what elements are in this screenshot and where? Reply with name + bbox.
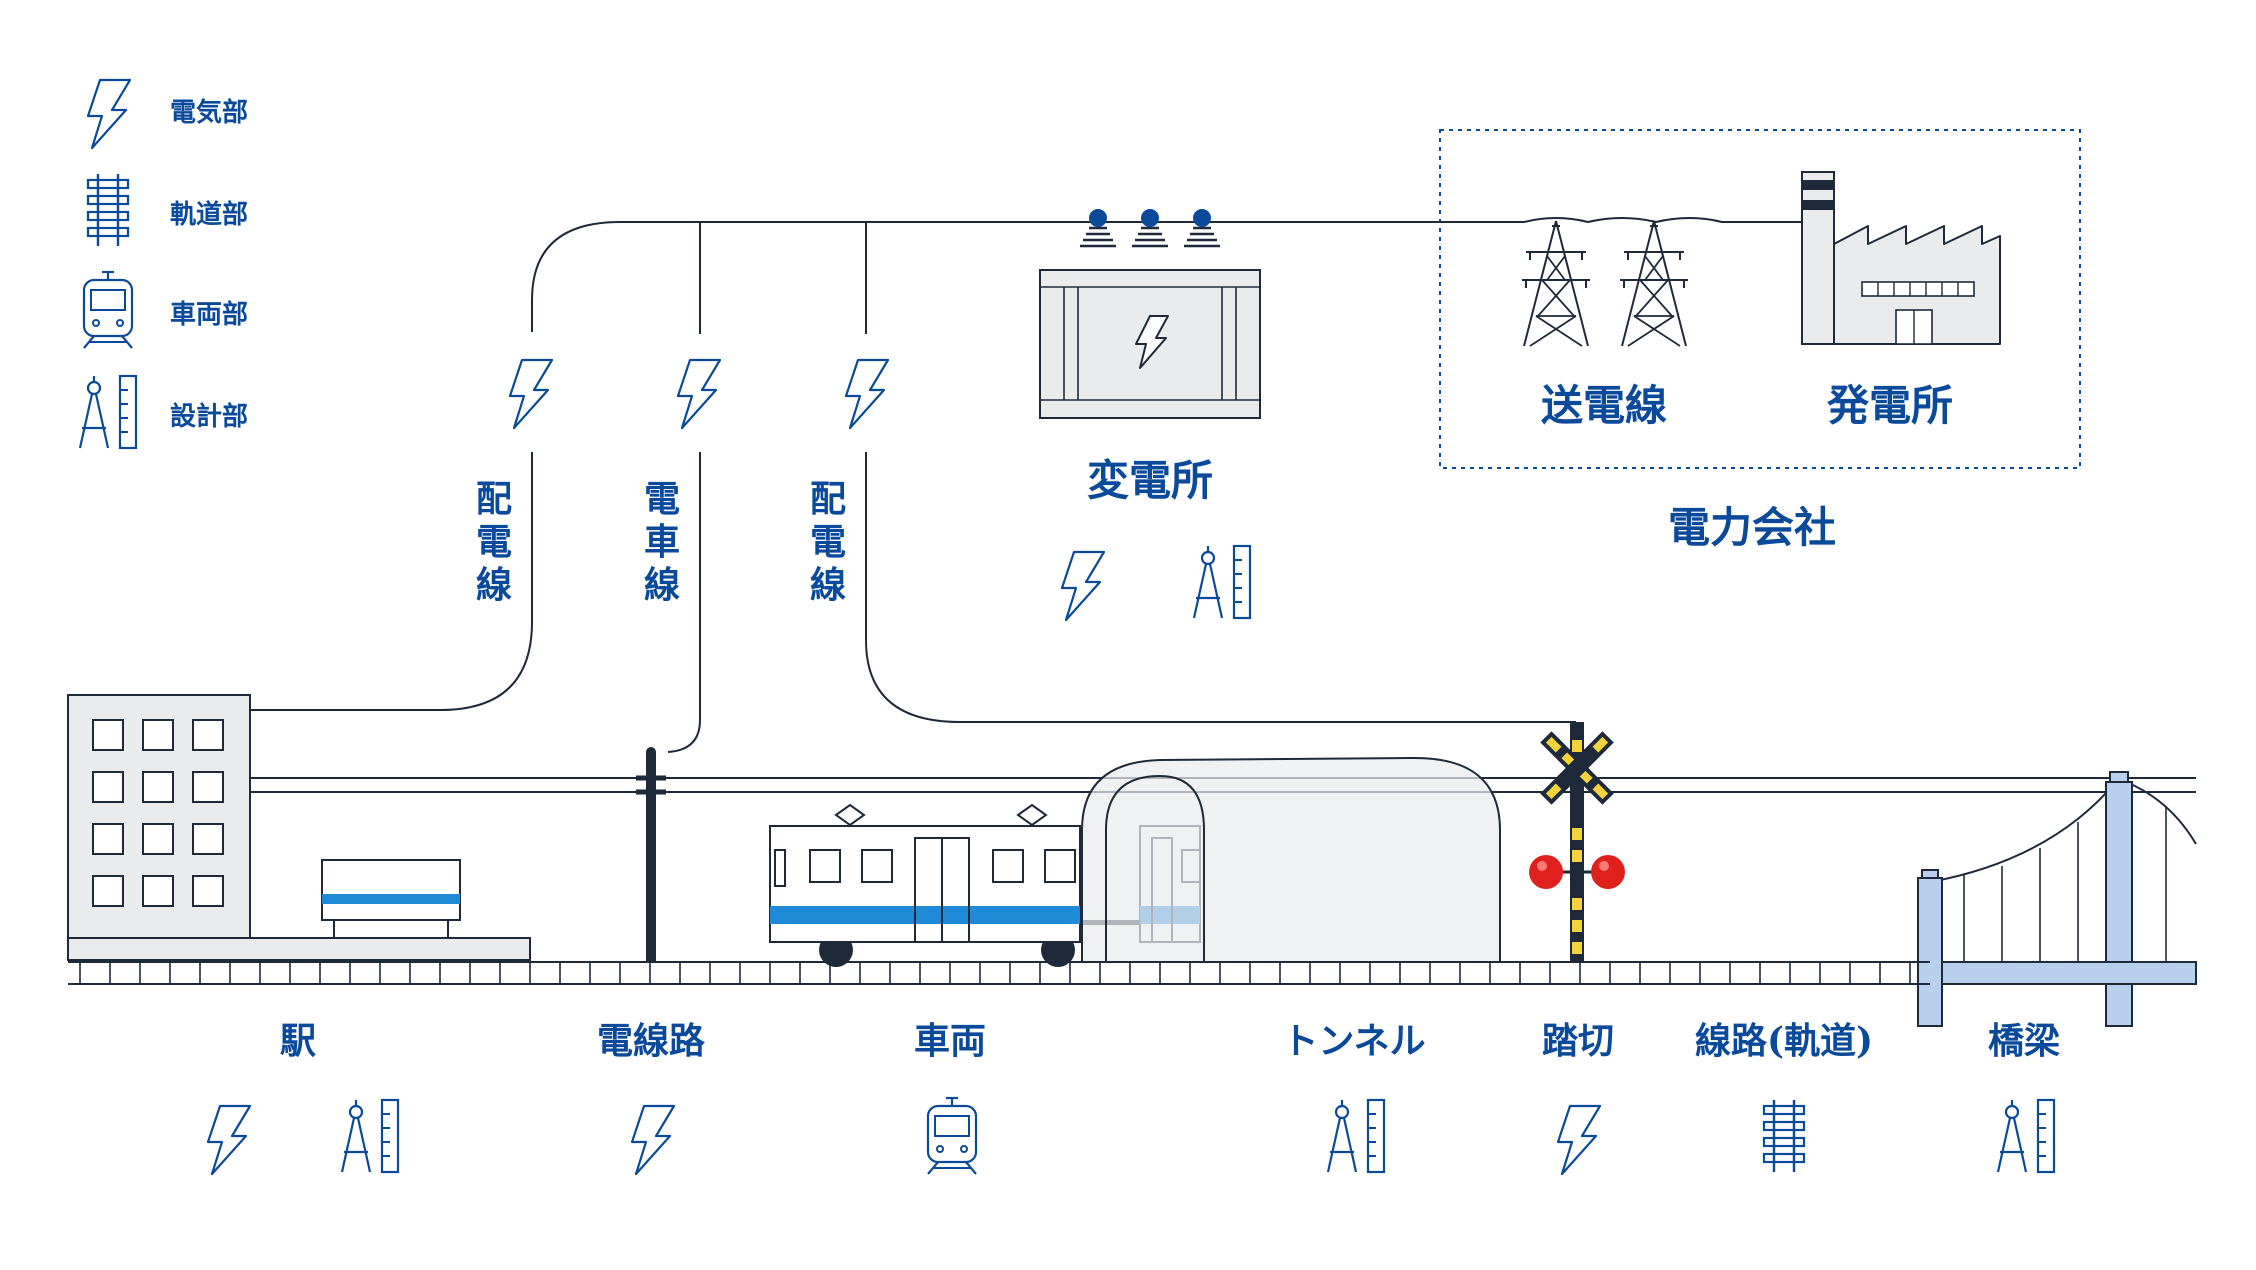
feeder-label-middle: 電車線 [643,478,680,606]
track-label: 線路(軌道) [1694,1020,1874,1062]
distribution-line-to-station [250,452,533,711]
power-company-label: 電力会社 [1667,503,1837,552]
crossing-label: 踏切 [1541,1020,1615,1062]
lightning-bolt-icon [844,358,890,430]
tunnel-portal [1105,774,1205,962]
lightning-bolt-icon [508,358,554,430]
lightning-bolt-icon [86,78,132,150]
train-front-icon [82,270,134,350]
legend-label-vehicle: 車両部 [170,300,249,330]
bridge-label: 橋梁 [1987,1020,2061,1062]
rail-track-icon [1762,1098,1806,1174]
power-line-label: 電線路 [596,1020,706,1062]
station-label: 駅 [279,1020,317,1062]
substation-label: 変電所 [1086,456,1214,505]
suspension-bridge [1917,771,2197,1027]
legend-label-track: 軌道部 [170,200,249,230]
compass-ruler-icon [78,374,138,450]
lightning-bolt-icon [206,1104,252,1176]
tunnel [1081,756,1501,963]
compass-ruler-icon [340,1098,400,1174]
lightning-bolt-icon [676,358,722,430]
transmission-line-label: 送電線 [1540,381,1668,430]
lightning-bolt-icon [630,1104,676,1176]
feeder-label-right: 配電線 [809,478,846,606]
utility-pole [636,747,666,962]
rail-track-icon [86,172,130,248]
legend-label-design: 設計部 [170,402,249,432]
lightning-bolt-icon [1556,1104,1602,1176]
railway-track [68,961,1930,985]
station-platform [67,859,531,961]
trolley-line-to-pole [667,452,701,753]
compass-ruler-icon [1996,1098,2056,1174]
transmission-towers [1440,217,1802,347]
feeder-label-left: 配電線 [475,478,512,606]
station-building [67,694,251,941]
main-power-line [531,221,1440,332]
power-company-boundary [1439,129,2081,469]
substation-transformer [1039,209,1261,419]
tunnel-label: トンネル [1282,1020,1426,1062]
compass-ruler-icon [1326,1098,1386,1174]
legend-label-electrical: 電気部 [170,98,249,128]
lightning-bolt-icon [1060,550,1106,622]
vehicle-label: 車両 [913,1020,987,1062]
railroad-crossing [1529,722,1625,962]
train-front-icon [926,1096,978,1176]
compass-ruler-icon [1192,544,1252,620]
power-plant-building [1801,171,2001,345]
distribution-line-to-crossing [865,452,1576,723]
power-plant-label: 発電所 [1826,381,1954,430]
